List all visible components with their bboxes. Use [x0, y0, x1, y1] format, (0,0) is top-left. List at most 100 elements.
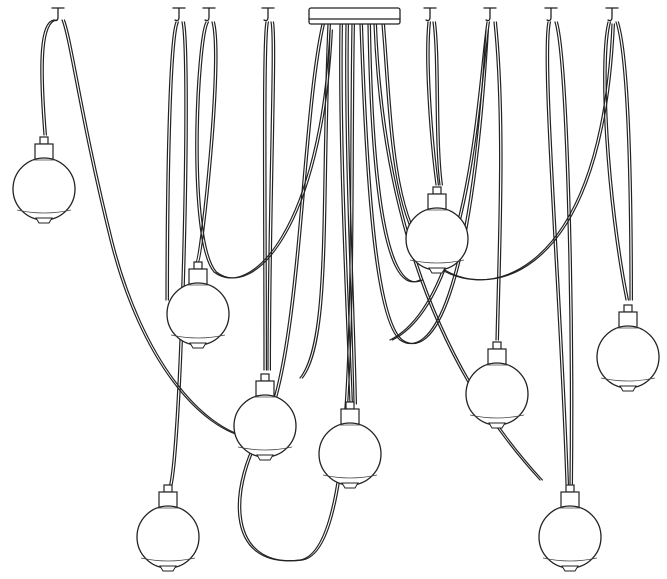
lamp-stem [39, 136, 49, 145]
cord [383, 23, 616, 281]
pendant-lamp [318, 401, 382, 489]
globe-tip [35, 217, 53, 224]
globe-tip [488, 422, 506, 429]
glass-globe [538, 505, 602, 569]
globe-band [600, 377, 656, 382]
cord [554, 21, 571, 485]
cord [167, 21, 186, 491]
lamp-stem [193, 261, 203, 270]
glass-globe [405, 207, 469, 271]
glass-globe [596, 325, 660, 389]
cord [267, 21, 273, 371]
cord [197, 21, 334, 279]
globe-band [16, 209, 72, 214]
glass-globe [136, 505, 200, 569]
glass-globe [233, 394, 297, 458]
lamp-stem [565, 484, 575, 493]
cord [165, 21, 177, 301]
cord [195, 21, 331, 279]
cord [347, 23, 358, 405]
cord [391, 21, 491, 341]
pendant-lamp [233, 373, 297, 461]
cord [367, 23, 421, 283]
cord [265, 21, 270, 371]
cord [426, 21, 437, 186]
globe-tip [619, 385, 637, 392]
lamp-stem [492, 341, 502, 350]
ceiling-hooks [51, 7, 619, 22]
cord [545, 21, 567, 485]
ceiling-hook [202, 7, 216, 22]
cord [495, 21, 503, 341]
cord [605, 21, 630, 301]
globe-band [322, 474, 378, 479]
globe-tip [256, 454, 274, 461]
ceiling-canopy [308, 7, 401, 25]
globe-band [469, 414, 525, 419]
cord [195, 21, 216, 263]
glass-globe [166, 282, 230, 346]
glass-globe [12, 157, 76, 221]
cord [301, 23, 332, 379]
glass-globe [465, 362, 529, 426]
cord [369, 23, 424, 283]
cord [262, 21, 267, 371]
cord [269, 21, 276, 371]
globe-tip [189, 342, 207, 349]
lamp-stem [345, 401, 355, 410]
pendant-lamp [596, 304, 660, 392]
cord [615, 21, 631, 301]
cord [197, 21, 218, 263]
lamp-stem [260, 373, 270, 382]
pendant-lamp [405, 186, 469, 274]
ceiling-hook [51, 7, 65, 22]
ceiling-hook [261, 7, 275, 22]
globe-tip [159, 565, 177, 572]
lamp-stem [623, 304, 633, 313]
cord [603, 21, 627, 301]
cord [169, 21, 188, 491]
ceiling-hook [423, 7, 437, 22]
cord [361, 23, 490, 345]
lamp-stem [432, 186, 442, 195]
globe-tip [561, 565, 579, 572]
globe-tip [341, 482, 359, 489]
cord [339, 23, 351, 405]
cord [389, 21, 488, 341]
cord [547, 21, 570, 485]
cord [434, 21, 444, 186]
cord [40, 19, 55, 136]
pendant-lamp [166, 261, 230, 349]
cord [345, 23, 355, 405]
lamp-stem [163, 484, 173, 493]
glass-globe [318, 422, 382, 486]
cord [299, 23, 329, 379]
cord [341, 23, 354, 405]
pendant-lamps [12, 136, 660, 572]
pendant-lamp [12, 136, 76, 224]
ceiling-hook [605, 7, 619, 22]
cord [493, 21, 501, 341]
ceiling-hook [172, 7, 186, 22]
cord [428, 21, 440, 186]
pendant-lamp [465, 341, 529, 429]
cord [359, 23, 487, 345]
globe-band [140, 557, 196, 562]
globe-band [409, 259, 465, 264]
cord [617, 21, 634, 301]
globe-band [542, 557, 598, 562]
ceiling-hook [483, 7, 497, 22]
cord [167, 21, 180, 301]
globe-band [170, 334, 226, 339]
pendant-lamp [538, 484, 602, 572]
pendant-lamp [136, 484, 200, 572]
cord [61, 19, 251, 439]
cord [556, 21, 574, 485]
cord [63, 19, 254, 439]
cord [432, 21, 441, 186]
globe-tip [428, 267, 446, 274]
ceiling-hook [544, 7, 558, 22]
globe-band [237, 446, 293, 451]
